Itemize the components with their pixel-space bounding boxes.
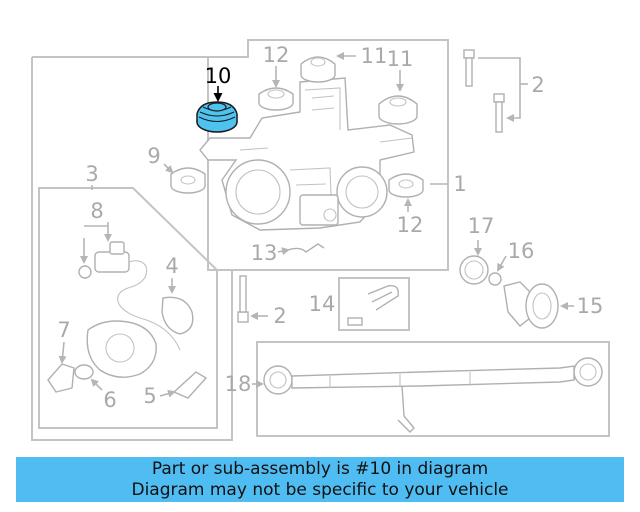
callout-4: 4	[165, 254, 178, 278]
callout-12-bottom: 12	[397, 213, 424, 237]
info-banner: Part or sub-assembly is #10 in diagram D…	[16, 457, 624, 502]
pump-assembly	[47, 320, 208, 399]
callout-11-right: 11	[387, 47, 414, 71]
seal-17	[459, 255, 489, 285]
callout-10: 10	[205, 64, 232, 88]
kit-box-14	[338, 277, 410, 331]
banner-line-2: Diagram may not be specific to your vehi…	[131, 479, 509, 500]
mount-12-bottom	[388, 173, 424, 198]
mount-9	[170, 167, 206, 194]
ring-16	[488, 272, 502, 286]
highlighted-part-10	[196, 101, 238, 133]
bolt-2-lower	[237, 275, 249, 323]
mount-11-right	[378, 95, 418, 125]
callout-1: 1	[453, 172, 466, 196]
callout-8: 8	[90, 199, 103, 223]
hose-13	[287, 243, 325, 253]
assembly-frame-outline	[31, 57, 233, 441]
callout-13: 13	[251, 241, 278, 265]
callout-16: 16	[508, 239, 535, 263]
bolts-2-top	[463, 49, 505, 133]
callout-14: 14	[309, 292, 336, 316]
callout-17: 17	[468, 214, 495, 238]
driveshaft-18	[256, 341, 610, 437]
callout-6: 6	[103, 388, 116, 412]
callout-5: 5	[143, 384, 156, 408]
differential-housing	[199, 77, 415, 231]
callout-15: 15	[577, 294, 604, 318]
callout-3: 3	[85, 162, 98, 186]
callout-9: 9	[147, 144, 160, 168]
callout-12-top: 12	[263, 43, 290, 67]
mount-12-top	[258, 87, 294, 111]
banner-line-1: Part or sub-assembly is #10 in diagram	[151, 458, 489, 479]
callout-18: 18	[225, 372, 252, 396]
callout-11-top: 11	[361, 44, 388, 68]
valve-8	[78, 241, 181, 351]
mount-11-top	[300, 56, 336, 83]
gasket-4	[161, 296, 194, 335]
flange-15	[503, 281, 559, 329]
callout-7: 7	[57, 318, 70, 342]
callout-2-lower: 2	[273, 304, 286, 328]
parts-diagram: 10 12 11 11 2 9 1 12 3 8 4 17 16 13 2 14…	[31, 39, 610, 441]
subassembly-frame-3	[38, 187, 218, 429]
callout-2-top: 2	[531, 73, 544, 97]
